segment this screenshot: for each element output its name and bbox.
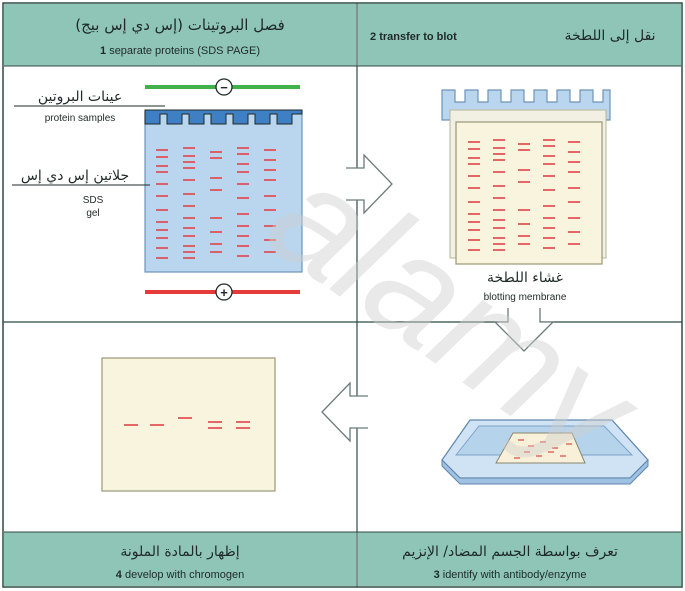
- membrane-protein-bands: [468, 139, 580, 251]
- sds-gel-label-english-2: gel: [86, 208, 99, 219]
- tray-protein-bands: [514, 439, 572, 459]
- blotting-membrane: [455, 121, 603, 265]
- step4-title-english: 4 develop with chromogen: [116, 569, 244, 581]
- step2-title-arabic: نقل إلى اللطخة: [564, 28, 655, 44]
- gel-protein-bands: [156, 147, 276, 259]
- step4-title-arabic: إظهار بالمادة الملونة: [120, 544, 239, 560]
- sample-wells: [144, 109, 303, 125]
- sds-gel-label-arabic: جلاتين إس دي إس: [21, 168, 129, 184]
- sds-gel-label-english-1: SDS: [83, 195, 104, 206]
- step1-header-bar: [4, 4, 356, 66]
- step1-title-english: 1 separate proteins (SDS PAGE): [100, 45, 260, 57]
- step2-header-bar: [358, 4, 681, 66]
- protein-samples-label-arabic: عينات البروتين: [38, 89, 122, 105]
- step3-title-arabic: تعرف بواسطة الجسم المضاد/ الإنزيم: [402, 544, 618, 560]
- positive-sign: +: [220, 285, 228, 300]
- step3-title-english: 3 identify with antibody/enzyme: [434, 569, 587, 581]
- developed-bands: [124, 417, 250, 429]
- step1-title-arabic: فصل البروتينات (إس دي إس بيج): [75, 16, 285, 35]
- step4-header-bar: [4, 532, 356, 586]
- membrane-label-arabic: غشاء اللطخة: [487, 270, 563, 286]
- membrane-label-english: blotting membrane: [484, 292, 567, 303]
- arrow-right-icon: [346, 153, 393, 215]
- step3-header-bar: [358, 532, 681, 586]
- arrow-left-icon: [321, 381, 368, 443]
- positive-terminal-icon: [215, 283, 233, 301]
- protein-samples-label-english: protein samples: [45, 113, 116, 124]
- step2-title-english: 2 transfer to blot: [370, 31, 457, 43]
- negative-terminal-icon: [215, 78, 233, 96]
- sds-gel: [144, 111, 303, 273]
- arrow-down-icon: [493, 308, 555, 352]
- negative-sign: −: [220, 80, 228, 95]
